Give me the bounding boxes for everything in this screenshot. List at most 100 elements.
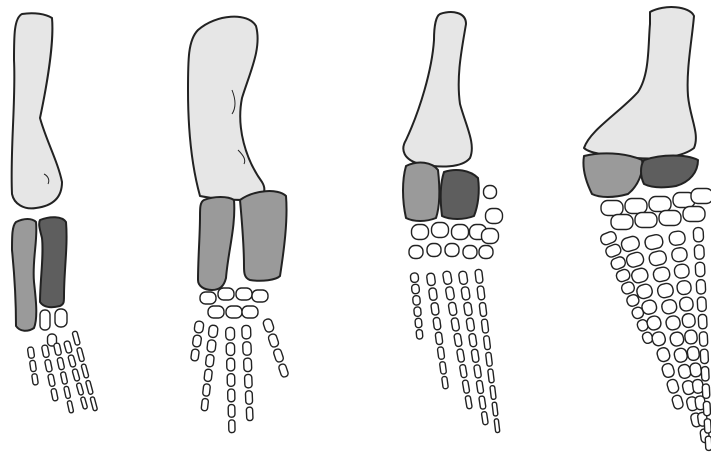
limb-2-carpal bbox=[226, 306, 242, 318]
limb-2-digit-3-phalanx bbox=[228, 389, 235, 402]
limb-3-digit-2-phalanx bbox=[439, 361, 446, 374]
limb-3-digit-5-phalanx bbox=[483, 336, 490, 350]
limb-3-digit-1-phalanx bbox=[411, 284, 419, 294]
limb-1-digit-4-phalanx bbox=[80, 397, 87, 410]
limb-3-carpal bbox=[486, 209, 503, 224]
limb-3-humerus bbox=[403, 12, 471, 166]
limb-3-digit-5-phalanx bbox=[490, 385, 496, 399]
limb-4-digit-4-phalanx bbox=[668, 230, 685, 246]
limb-3-digit-3-phalanx bbox=[459, 364, 467, 378]
limb-2-digit-2-phalanx bbox=[207, 340, 217, 353]
limb-3-carpal bbox=[409, 246, 423, 259]
limb-4-carpal bbox=[611, 215, 633, 230]
limb-3-digit-4-phalanx bbox=[474, 365, 482, 379]
limb-4-digit-3-phalanx bbox=[648, 250, 668, 267]
limb-3-digit-1-phalanx bbox=[414, 307, 422, 317]
limb-4-carpal bbox=[625, 199, 647, 214]
limb-4-digit-2-phalanx bbox=[630, 267, 649, 285]
limb-2-carpal bbox=[218, 288, 234, 300]
limb-2-digit-5-phalanx bbox=[278, 363, 289, 378]
limb-3-digit-1-phalanx bbox=[410, 273, 419, 283]
limb-4-digit-3-phalanx bbox=[644, 233, 664, 250]
limb-4 bbox=[583, 7, 711, 451]
limb-4-digit-2-phalanx bbox=[625, 251, 645, 269]
limb-4-digit-4-phalanx bbox=[687, 346, 700, 361]
limb-4-digit-3-phalanx bbox=[665, 315, 682, 331]
limb-2-digit-3-phalanx bbox=[226, 343, 235, 356]
limb-2-digit-2-phalanx bbox=[204, 369, 213, 382]
limb-4-carpal bbox=[649, 197, 671, 212]
limb-1-carpal bbox=[55, 309, 67, 327]
limb-4-digit-5-phalanx bbox=[705, 436, 711, 451]
limb-3-carpal bbox=[427, 244, 441, 257]
limb-4-digit-5-phalanx bbox=[704, 419, 711, 434]
limb-2-digit-3-phalanx bbox=[228, 404, 235, 417]
limb-2 bbox=[188, 17, 289, 433]
limb-3-digit-2-phalanx bbox=[442, 376, 449, 389]
limb-3-ulna bbox=[441, 170, 479, 219]
limb-3-digit-4-phalanx bbox=[471, 349, 479, 363]
limb-4-digit-5-phalanx bbox=[700, 349, 708, 364]
limb-4-digit-3-phalanx bbox=[677, 363, 691, 379]
limb-1 bbox=[12, 13, 98, 413]
limb-1-digit-1-phalanx bbox=[27, 347, 34, 359]
limb-3-carpal bbox=[479, 246, 493, 259]
limb-2-digit-3-phalanx bbox=[227, 358, 235, 371]
limb-2-digits bbox=[191, 288, 289, 433]
limb-2-digit-5-phalanx bbox=[262, 318, 274, 333]
limb-3-digit-3-phalanx bbox=[448, 302, 457, 316]
limb-2-digit-3-phalanx bbox=[227, 374, 235, 387]
limb-3-digit-3-phalanx bbox=[445, 286, 455, 300]
limb-2-radius bbox=[198, 197, 234, 290]
limb-4-digit-2-phalanx bbox=[661, 362, 675, 378]
limb-2-digit-3-phalanx bbox=[226, 327, 235, 340]
limb-3-digit-5-phalanx bbox=[492, 402, 498, 416]
limb-3-digit-5-phalanx bbox=[475, 269, 483, 283]
limb-3-digit-2-phalanx bbox=[426, 273, 435, 286]
limb-3-digit-5-phalanx bbox=[479, 302, 487, 316]
limb-2-digit-1-phalanx bbox=[191, 349, 200, 362]
limb-1-digit-2-phalanx bbox=[41, 345, 49, 358]
limb-4-digit-5-phalanx bbox=[702, 384, 710, 399]
limb-3-digit-1-phalanx bbox=[413, 295, 421, 305]
limb-3-digit-3-phalanx bbox=[454, 333, 463, 347]
limb-3-carpal bbox=[463, 246, 477, 259]
limb-1-digit-3-phalanx bbox=[53, 343, 61, 356]
limb-2-carpal bbox=[242, 306, 258, 318]
limb-4-digit-5-phalanx bbox=[701, 366, 709, 381]
limb-4-digits bbox=[599, 189, 711, 451]
limb-3-digit-4-phalanx bbox=[476, 380, 484, 394]
limb-3-digit-5-phalanx bbox=[494, 419, 500, 433]
limb-4-digit-2-phalanx bbox=[656, 346, 671, 362]
limb-3-digit-2-phalanx bbox=[435, 332, 443, 345]
limb-4-digit-5-phalanx bbox=[695, 262, 705, 277]
limb-3-digit-3-phalanx bbox=[442, 271, 452, 285]
limb-4-digit-3-phalanx bbox=[656, 282, 674, 299]
limb-3-digit-2-phalanx bbox=[433, 317, 441, 330]
limb-3-digit-2-phalanx bbox=[428, 288, 437, 301]
limb-3-digit-3-phalanx bbox=[451, 317, 460, 331]
limb-2-digit-4-phalanx bbox=[245, 391, 252, 405]
limb-2-digit-2-phalanx bbox=[208, 325, 218, 338]
limb-3-radius bbox=[403, 163, 439, 221]
limb-1-digit-2-phalanx bbox=[48, 374, 56, 387]
limb-1-digit-3-phalanx bbox=[67, 400, 74, 413]
limb-4-digit-2-phalanx bbox=[651, 331, 667, 348]
limb-4-digit-2-phalanx bbox=[671, 394, 684, 410]
limb-3-digit-4-phalanx bbox=[469, 333, 478, 347]
limb-4-digit-4-phalanx bbox=[671, 247, 688, 263]
limb-1-digit-2-phalanx bbox=[51, 388, 58, 401]
limb-4-digit-1-phalanx bbox=[610, 255, 627, 270]
limb-4-digit-3-phalanx bbox=[673, 347, 688, 363]
limb-1-humerus bbox=[12, 13, 62, 208]
limb-2-digit-2-phalanx bbox=[205, 354, 214, 367]
limb-2-digit-2-phalanx bbox=[202, 384, 210, 397]
limb-1-digit-3-phalanx bbox=[64, 386, 71, 399]
limb-4-digit-4-phalanx bbox=[679, 296, 694, 311]
limb-1-carpal bbox=[40, 310, 50, 330]
limb-3-carpal bbox=[452, 225, 469, 240]
limb-2-digit-3-phalanx bbox=[229, 420, 235, 433]
limb-2-carpal bbox=[200, 292, 216, 304]
limb-4-digit-1-phalanx bbox=[620, 281, 636, 296]
limb-3-carpal bbox=[412, 225, 429, 240]
